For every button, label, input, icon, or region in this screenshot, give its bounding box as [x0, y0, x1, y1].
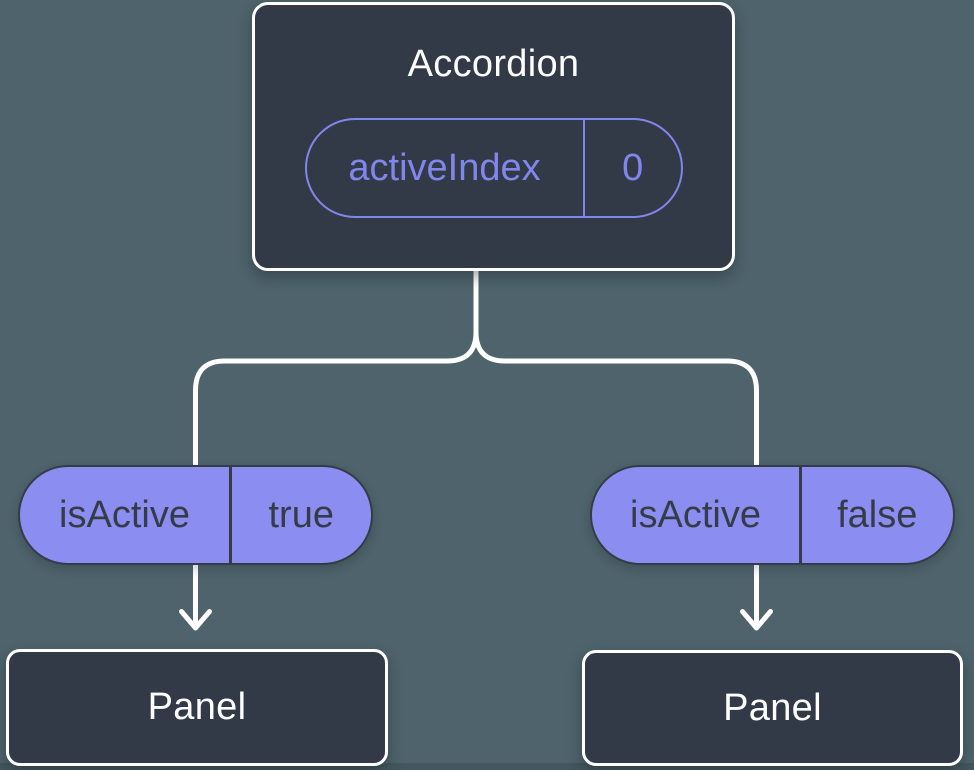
state-value-label: 0 [622, 146, 644, 189]
accordion-node-title: Accordion [407, 43, 580, 85]
connector-branch-right [473, 264, 759, 467]
prop-key-label: isActive [630, 494, 761, 536]
panel-node-right: Panel [582, 650, 963, 766]
prop-pill-left: isActive true [18, 465, 373, 565]
prop-value-label: true [268, 494, 334, 536]
state-key-label: activeIndex [348, 146, 541, 189]
connector-branch-left [193, 264, 479, 467]
panel-node-left: Panel [6, 649, 388, 766]
pill-divider [229, 467, 232, 563]
bottom-shadow-band [0, 763, 974, 770]
prop-value-label: false [837, 494, 918, 536]
right-arrowhead-icon [740, 609, 773, 631]
prop-pill-right: isActive false [590, 465, 955, 565]
panel-node-title: Panel [723, 686, 822, 729]
left-arrowhead-icon [179, 609, 212, 631]
pill-divider [582, 119, 585, 216]
prop-key-label: isActive [59, 494, 190, 536]
state-pill: activeIndex 0 [304, 117, 683, 218]
panel-node-title: Panel [147, 686, 247, 728]
pill-divider [799, 467, 802, 563]
accordion-node: Accordion activeIndex 0 [252, 2, 735, 271]
